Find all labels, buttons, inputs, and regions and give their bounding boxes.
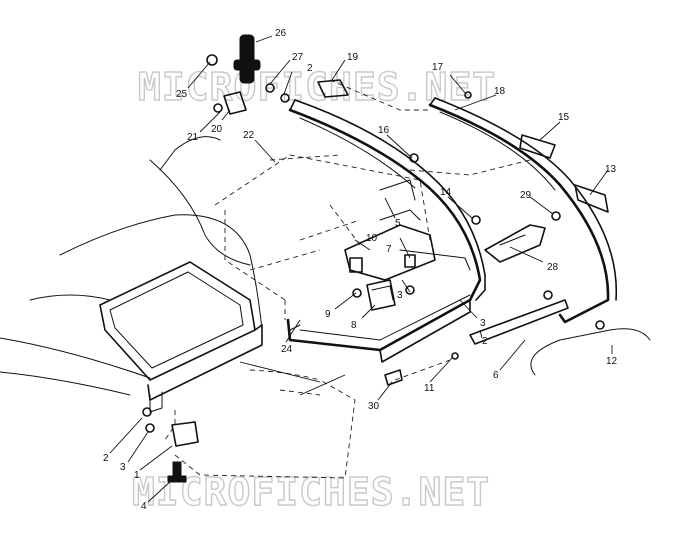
callout-7: 7 [386,244,392,255]
callout-26: 26 [275,28,287,39]
callout-5: 5 [395,218,401,229]
callout-2-top: 2 [307,63,313,74]
callout-30: 30 [368,401,380,412]
callout-25: 25 [176,89,188,100]
callout-16: 16 [378,125,390,136]
callout-27: 27 [292,52,304,63]
bumper-frame [286,99,486,363]
hinge-bracket [171,421,199,447]
knob-26 [233,34,261,84]
watermark-bottom: MICROFICHES.NET [132,470,490,514]
callout-12: 12 [606,356,618,367]
callout-11: 11 [424,383,435,394]
callout-8: 8 [351,320,357,331]
strap-6 [469,299,569,345]
callout-21: 21 [187,132,199,143]
part-8-block [366,279,396,311]
callout-29: 29 [520,190,532,201]
watermark-top: MICROFICHES.NET [138,65,496,109]
callout-1: 1 [134,470,140,481]
bracket-12 [530,328,651,376]
callout-17: 17 [432,62,444,73]
bolt-4 [167,461,187,483]
callout-4: 4 [141,501,147,512]
callout-24: 24 [281,344,293,355]
callout-6: 6 [493,370,499,381]
callout-3-right: 3 [480,318,486,329]
callout-20: 20 [211,124,223,135]
callout-2-right: 2 [482,336,488,347]
callout-28: 28 [547,262,559,273]
storage-compartment [99,261,256,381]
plate-13 [574,184,609,213]
callout-18: 18 [494,86,506,97]
callout-3-mid: 3 [397,290,403,301]
bracket-20 [223,91,247,115]
plate-19 [317,79,349,98]
callout-14: 14 [440,187,452,198]
callout-labels: 26 27 2 19 25 17 18 21 20 22 16 15 13 14… [103,28,618,512]
callout-15: 15 [558,112,570,123]
callout-19: 19 [347,52,359,63]
callout-3-bottom: 3 [120,462,126,473]
bolt-30 [384,369,403,386]
callout-2-bottom: 2 [103,453,109,464]
bracket-28 [484,224,546,263]
inner-bracket [344,179,471,281]
leader-lines [109,35,613,503]
plate-15 [519,134,556,159]
callout-10: 10 [366,233,378,244]
rail-18 [428,97,618,324]
callout-22: 22 [243,130,255,141]
callout-13: 13 [605,164,617,175]
hood-body [0,136,263,396]
callout-9: 9 [325,309,331,320]
body-front-panel [147,324,263,413]
